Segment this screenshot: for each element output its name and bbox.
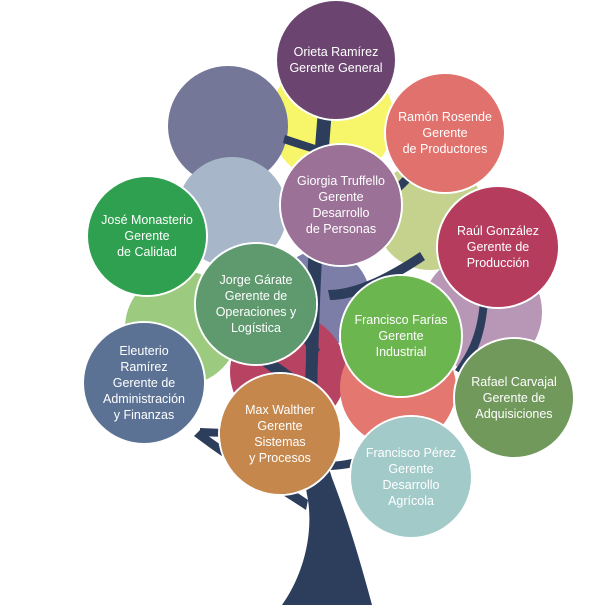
org-node-label: Eleuterio Ramírez Gerente de Administrac… bbox=[103, 344, 185, 422]
org-node-francisco-farias: Francisco Farías Gerente Industrial bbox=[341, 276, 461, 396]
node-outline bbox=[453, 337, 575, 459]
org-node-max: Max Walther Gerente Sistemas y Procesos bbox=[220, 374, 340, 494]
org-node-giorgia: Giorgia Truffello Gerente Desarrollo de … bbox=[281, 145, 401, 265]
org-node-label: Francisco Pérez Gerente Desarrollo Agríc… bbox=[365, 446, 457, 508]
org-node-label: Rafael Carvajal Gerente de Adquisiciones bbox=[471, 375, 557, 421]
org-node-label: José Monasterio Gerente de Calidad bbox=[101, 213, 193, 259]
node-outline bbox=[384, 72, 506, 194]
org-node-eleuterio: Eleuterio Ramírez Gerente de Administrac… bbox=[84, 323, 204, 443]
org-node-label: Ramón Rosende Gerente de Productores bbox=[398, 110, 492, 156]
org-node-label: Max Walther Gerente Sistemas y Procesos bbox=[245, 403, 315, 465]
node-outline bbox=[279, 143, 403, 267]
org-node-ramon: Ramón Rosende Gerente de Productores bbox=[386, 74, 504, 192]
org-node-raul: Raúl González Gerente de Producción bbox=[438, 187, 558, 307]
bubble-outlines bbox=[82, 0, 575, 539]
org-node-label: Giorgia Truffello Gerente Desarrollo de … bbox=[296, 174, 385, 236]
org-node-jose: José Monasterio Gerente de Calidad bbox=[88, 177, 206, 295]
org-node-jorge: Jorge Gárate Gerente de Operaciones y Lo… bbox=[196, 244, 316, 364]
node-outline bbox=[82, 321, 206, 445]
org-node-label: Raúl González Gerente de Producción bbox=[457, 224, 539, 270]
org-node-label: Orieta Ramírez Gerente General bbox=[289, 45, 383, 75]
node-outline bbox=[349, 415, 473, 539]
node-outline bbox=[218, 372, 342, 496]
node-outline bbox=[86, 175, 208, 297]
node-outline bbox=[436, 185, 560, 309]
org-node-rafael: Rafael Carvajal Gerente de Adquisiciones bbox=[455, 339, 573, 457]
org-node-orieta: Orieta Ramírez Gerente General bbox=[277, 1, 395, 119]
org-node-label: Jorge Gárate Gerente de Operaciones y Lo… bbox=[215, 273, 297, 335]
node-outline bbox=[275, 0, 397, 121]
decor-bubble bbox=[168, 66, 288, 186]
node-outline bbox=[194, 242, 318, 366]
org-node-francisco-perez: Francisco Pérez Gerente Desarrollo Agríc… bbox=[351, 417, 471, 537]
org-node-label: Francisco Farías Gerente Industrial bbox=[354, 313, 448, 359]
node-outline bbox=[339, 274, 463, 398]
